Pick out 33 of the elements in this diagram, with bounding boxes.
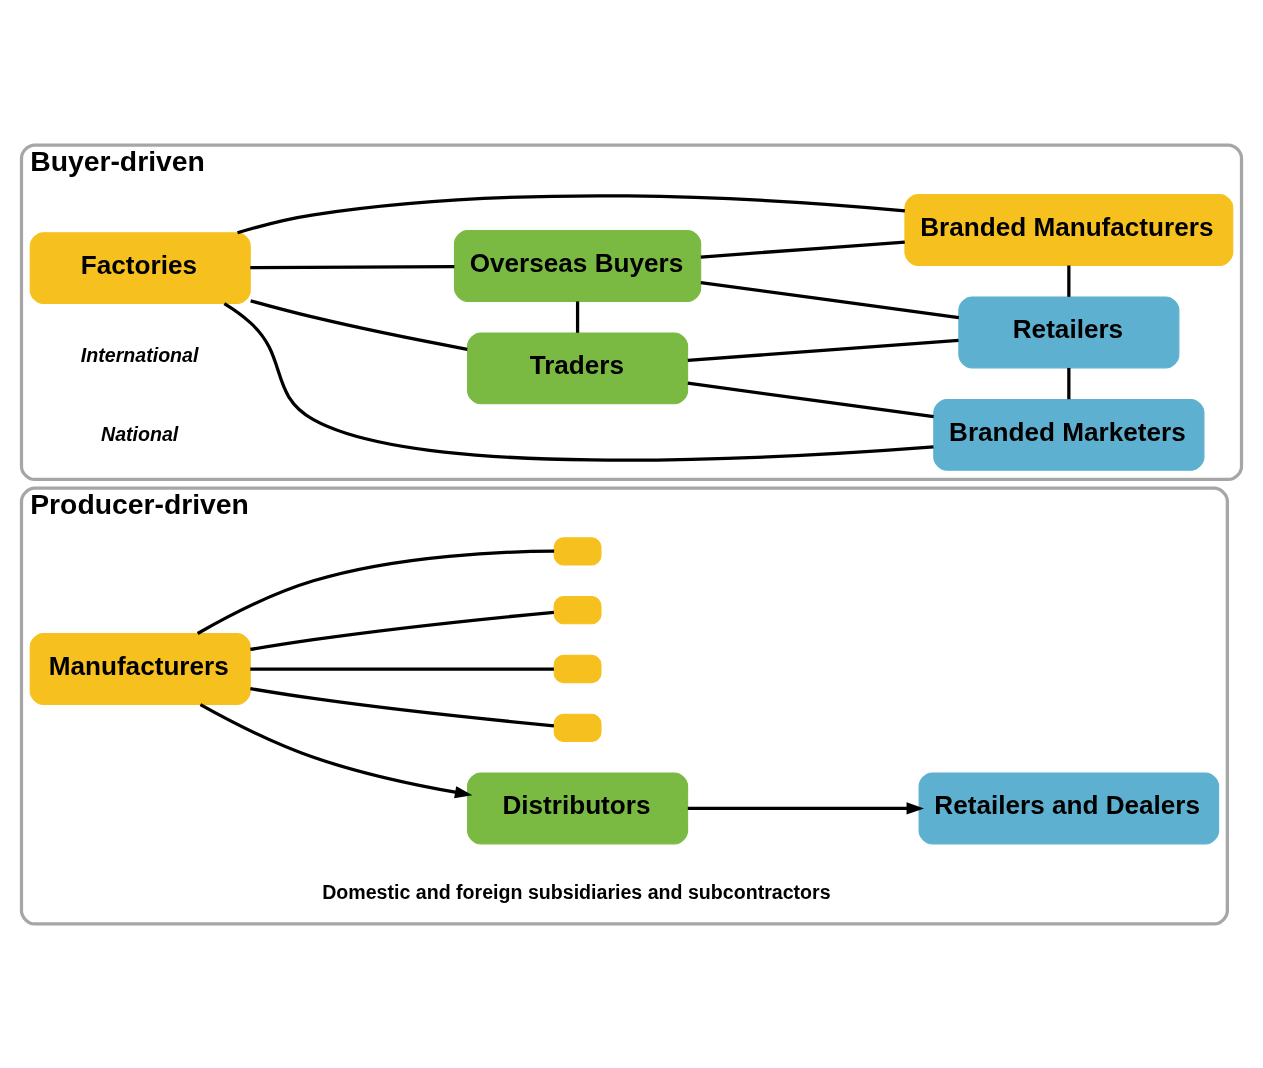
connector [575,300,580,333]
node-box: Retailers and Dealers [918,772,1220,844]
connector [250,610,555,651]
connector [700,280,960,319]
connector [687,381,934,418]
connector [250,298,468,351]
connector [237,193,905,234]
node-box [553,713,602,742]
node-box [553,595,602,624]
node-box: Retailers [958,296,1180,368]
label: International [80,343,199,366]
connector [687,338,959,362]
node-box [553,654,602,683]
node-box [553,536,602,566]
connector [1067,265,1071,297]
arrow [687,801,925,815]
label: Domestic and foreign subsidiaries and subcontractors [322,880,831,903]
node-box: Branded Manufacturers [904,193,1234,266]
connector [250,264,455,269]
arrow [199,702,473,798]
connector [1067,367,1071,399]
node-box: Branded Marketers [933,398,1205,471]
connector [196,549,555,635]
node-box: Manufacturers [29,632,251,705]
connector [250,666,554,671]
connector [250,686,555,727]
node-box: Factories [29,231,251,304]
node-box: Overseas Buyers [453,229,702,302]
connector [700,239,905,259]
label: National [101,422,179,445]
connector [223,301,934,462]
node-box: Traders [467,331,689,404]
node-box: Distributors [467,772,689,844]
